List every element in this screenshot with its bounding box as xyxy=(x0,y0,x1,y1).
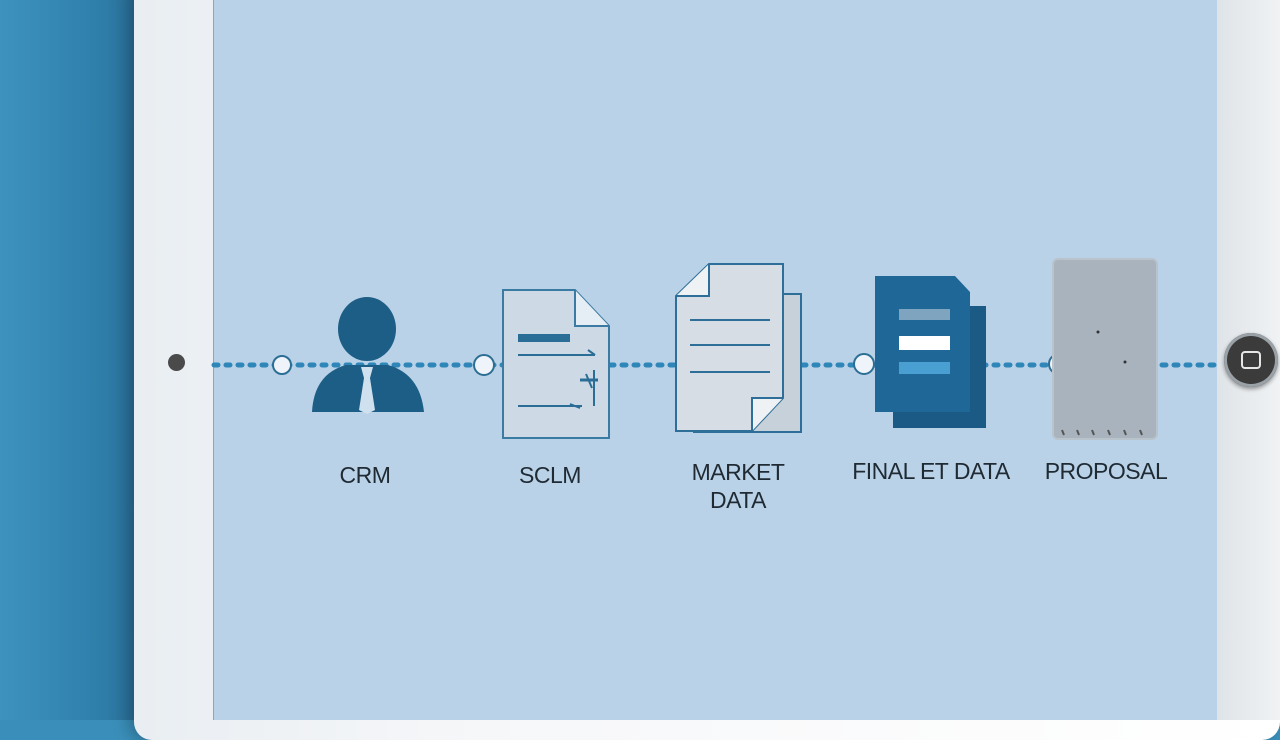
node-circle xyxy=(473,354,495,376)
blue-report-icon xyxy=(875,276,986,428)
step-label-crm: CRM xyxy=(339,462,391,488)
document-code-icon xyxy=(502,289,610,439)
step-label-market-data: MARKET DATA xyxy=(691,459,785,513)
node-circle xyxy=(853,353,875,375)
camera-dot xyxy=(168,354,185,371)
person-icon xyxy=(312,297,424,414)
step-label-proposal: PROPOSAL xyxy=(1044,458,1168,484)
step-label-sclm: SCLM xyxy=(519,462,581,488)
gray-sheet-icon xyxy=(1052,258,1158,440)
home-button[interactable] xyxy=(1224,333,1278,387)
flow-diagram xyxy=(211,258,1221,440)
node-circle xyxy=(272,355,292,375)
document-stack-icon xyxy=(675,263,802,433)
background-left xyxy=(0,0,140,720)
home-square-icon xyxy=(1241,351,1261,369)
step-label-final-et-data: FINAL ET DATA xyxy=(852,458,1010,484)
